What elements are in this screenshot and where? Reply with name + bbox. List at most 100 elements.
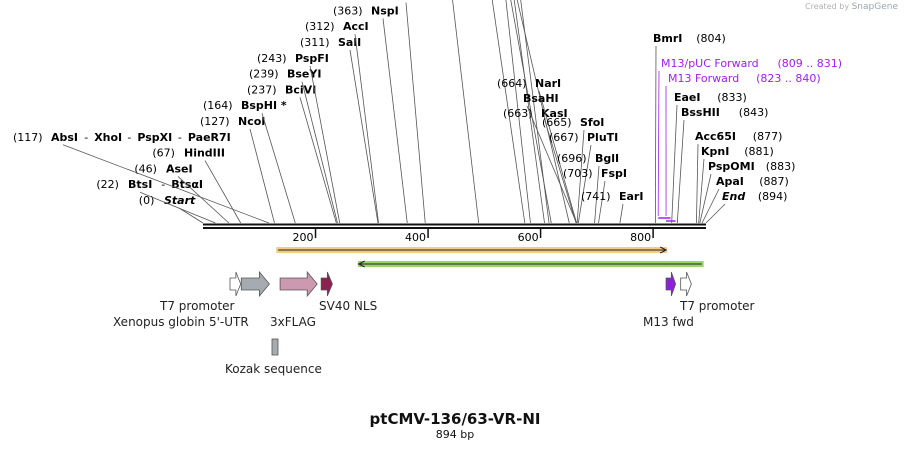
enzyme-absi-name-3: PspXI [137, 131, 172, 144]
enzyme-eari-position: (741) [581, 190, 611, 203]
enzyme-pspomi-leader [699, 173, 712, 224]
enzyme-nari-leader [538, 90, 577, 224]
enzyme-eaei-leader [671, 104, 678, 224]
enzyme-bcivi-name: BciVI [285, 83, 316, 96]
enzyme-eari-name: EarI [619, 190, 643, 203]
enzyme-bmri-name: BmrI [653, 32, 682, 45]
feature-xenopus-globin-5-utr-label: Xenopus globin 5'-UTR [113, 315, 249, 329]
enzyme-pspomi-position: (883) [766, 160, 796, 173]
feature-t7-promoter-arrow [680, 271, 692, 297]
enzyme-acc65i-position: (877) [753, 130, 783, 143]
enzyme-hindiii-leader [204, 160, 242, 224]
enzyme-kpni-position: (881) [744, 145, 774, 158]
enzyme-pluti-name: PluTI [587, 131, 618, 144]
feature-sv40-nls-label: SV40 NLS [319, 299, 377, 313]
feature-kozak-sequence-label: Kozak sequence [225, 362, 322, 376]
enzyme-btsi-sep: - [161, 178, 165, 191]
enzyme-apali-leader [520, 0, 550, 224]
enzyme-bmri-position: (804) [696, 32, 726, 45]
feature-t7-promoter-label: T7 promoter [679, 299, 755, 313]
enzyme-nspi-position: (363) [333, 4, 363, 17]
credit-brand: SnapGene [851, 2, 898, 12]
ruler-label: 200 [293, 231, 314, 244]
ruler-label: 400 [405, 231, 426, 244]
enzyme-bseyi-position: (239) [249, 68, 279, 81]
enzyme-bseyi-name: BseYI [287, 68, 321, 81]
enzyme-fspi-position: (703) [563, 167, 593, 180]
primer-1-leader [657, 70, 660, 217]
primer-1-name: M13/pUC Forward [661, 57, 759, 70]
enzyme-absi-sep: - [127, 131, 131, 144]
enzyme-bsahi-leader [526, 105, 577, 224]
enzyme-acci-leader [354, 34, 379, 224]
enzyme-absi-name: AbsI [51, 131, 78, 144]
enzyme-alwni-leader [491, 0, 526, 224]
enzyme-bsshii-name: BssHII [681, 106, 720, 119]
enzyme-pluti-position: (667) [549, 131, 579, 144]
feature-3xflag-arrow [279, 270, 318, 298]
enzyme-end-leader [705, 203, 726, 224]
ruler-label: 600 [518, 231, 539, 244]
enzyme-apai-name: ApaI [716, 175, 744, 188]
enzyme-ncoi-position: (127) [200, 115, 230, 128]
feature-xenopus-globin-5-utr-arrow [240, 270, 270, 298]
enzyme-asei-leader [177, 176, 230, 224]
enzyme-hindiii-name: HindIII [184, 147, 225, 160]
enzyme-bsshii-leader [676, 119, 685, 224]
enzyme-hindiii-position: (67) [152, 147, 175, 160]
enzyme-sfoi-name: SfoI [580, 116, 604, 129]
enzyme-ncoi-leader [249, 128, 275, 224]
enzyme-nspi-leader [382, 18, 408, 224]
enzyme-pspfi-name: PspFI [295, 52, 329, 65]
enzyme-bmri-leader [654, 45, 657, 224]
enzyme-psti-name: PstI [394, 0, 418, 2]
enzyme-absi-leader [62, 144, 269, 224]
enzyme-end-name: End [722, 190, 745, 203]
enzyme-acci-position: (312) [305, 20, 335, 33]
enzyme-bsphi-name: BspHI * [241, 99, 287, 112]
enzyme-start-leader [178, 207, 204, 224]
enzyme-sfoi-leader [576, 129, 585, 224]
enzyme-pspfi-leader [309, 65, 341, 224]
enzyme-fspi-name: FspI [601, 167, 627, 180]
enzyme-nari-position: (664) [497, 77, 527, 90]
plasmid-map: 200400600800(0)Start(22)BtsI-BtsαI(46)As… [13, 0, 843, 376]
feature-kozak-sequence [271, 338, 279, 356]
enzyme-kpni-leader [698, 158, 705, 224]
feature-m13-fwd-arrow [665, 271, 677, 297]
enzyme-kpni-name: KpnI [701, 145, 729, 158]
enzyme-asei-name: AseI [166, 162, 193, 175]
credit: Created by SnapGene [805, 2, 898, 12]
enzyme-absi-name-2: XhoI [94, 131, 122, 144]
enzyme-eaei-name: EaeI [674, 91, 701, 104]
enzyme-ncoi-name: NcoI [238, 115, 265, 128]
enzyme-eari-leader [619, 203, 624, 224]
enzyme-absi-name-4: PaeR7I [188, 131, 231, 144]
enzyme-acci-name: AccI [343, 20, 369, 33]
enzyme-acc65i-name: Acc65I [695, 130, 736, 143]
enzyme-esp3i-leader [516, 0, 570, 224]
enzyme-sali-leader [349, 49, 379, 224]
enzyme-bcivi-leader [299, 97, 337, 224]
credit-prefix: Created by [805, 2, 850, 11]
enzyme-btsi-leader [139, 191, 216, 224]
plasmid-title: ptCMV-136/63-VR-NI [369, 410, 541, 428]
enzyme-bgli-position: (696) [557, 152, 587, 165]
enzyme-sfoi-position: (665) [542, 116, 572, 129]
enzyme-btsi-position: (22) [96, 178, 119, 191]
enzyme-kasi-name: KasI [541, 107, 568, 120]
enzyme-nspi-name: NspI [371, 4, 399, 17]
enzyme-bgli-name: BglI [595, 152, 619, 165]
enzyme-psti-leader [405, 2, 426, 224]
enzyme-apai-position: (887) [759, 175, 789, 188]
feature-m13-fwd-label: M13 fwd [643, 315, 694, 329]
primer-2-range: (823 .. 840) [756, 72, 821, 85]
enzyme-mlui-leader [510, 0, 552, 224]
orf-arrow-1 [659, 246, 668, 254]
enzyme-bsrbi-leader [452, 0, 480, 224]
primer-1-range: (809 .. 831) [778, 57, 843, 70]
enzyme-absi-sep: - [178, 131, 182, 144]
enzyme-asei-position: (46) [134, 162, 157, 175]
feature-3xflag-label: 3xFLAG [270, 315, 316, 329]
feature-sv40-nls-arrow [320, 271, 333, 297]
